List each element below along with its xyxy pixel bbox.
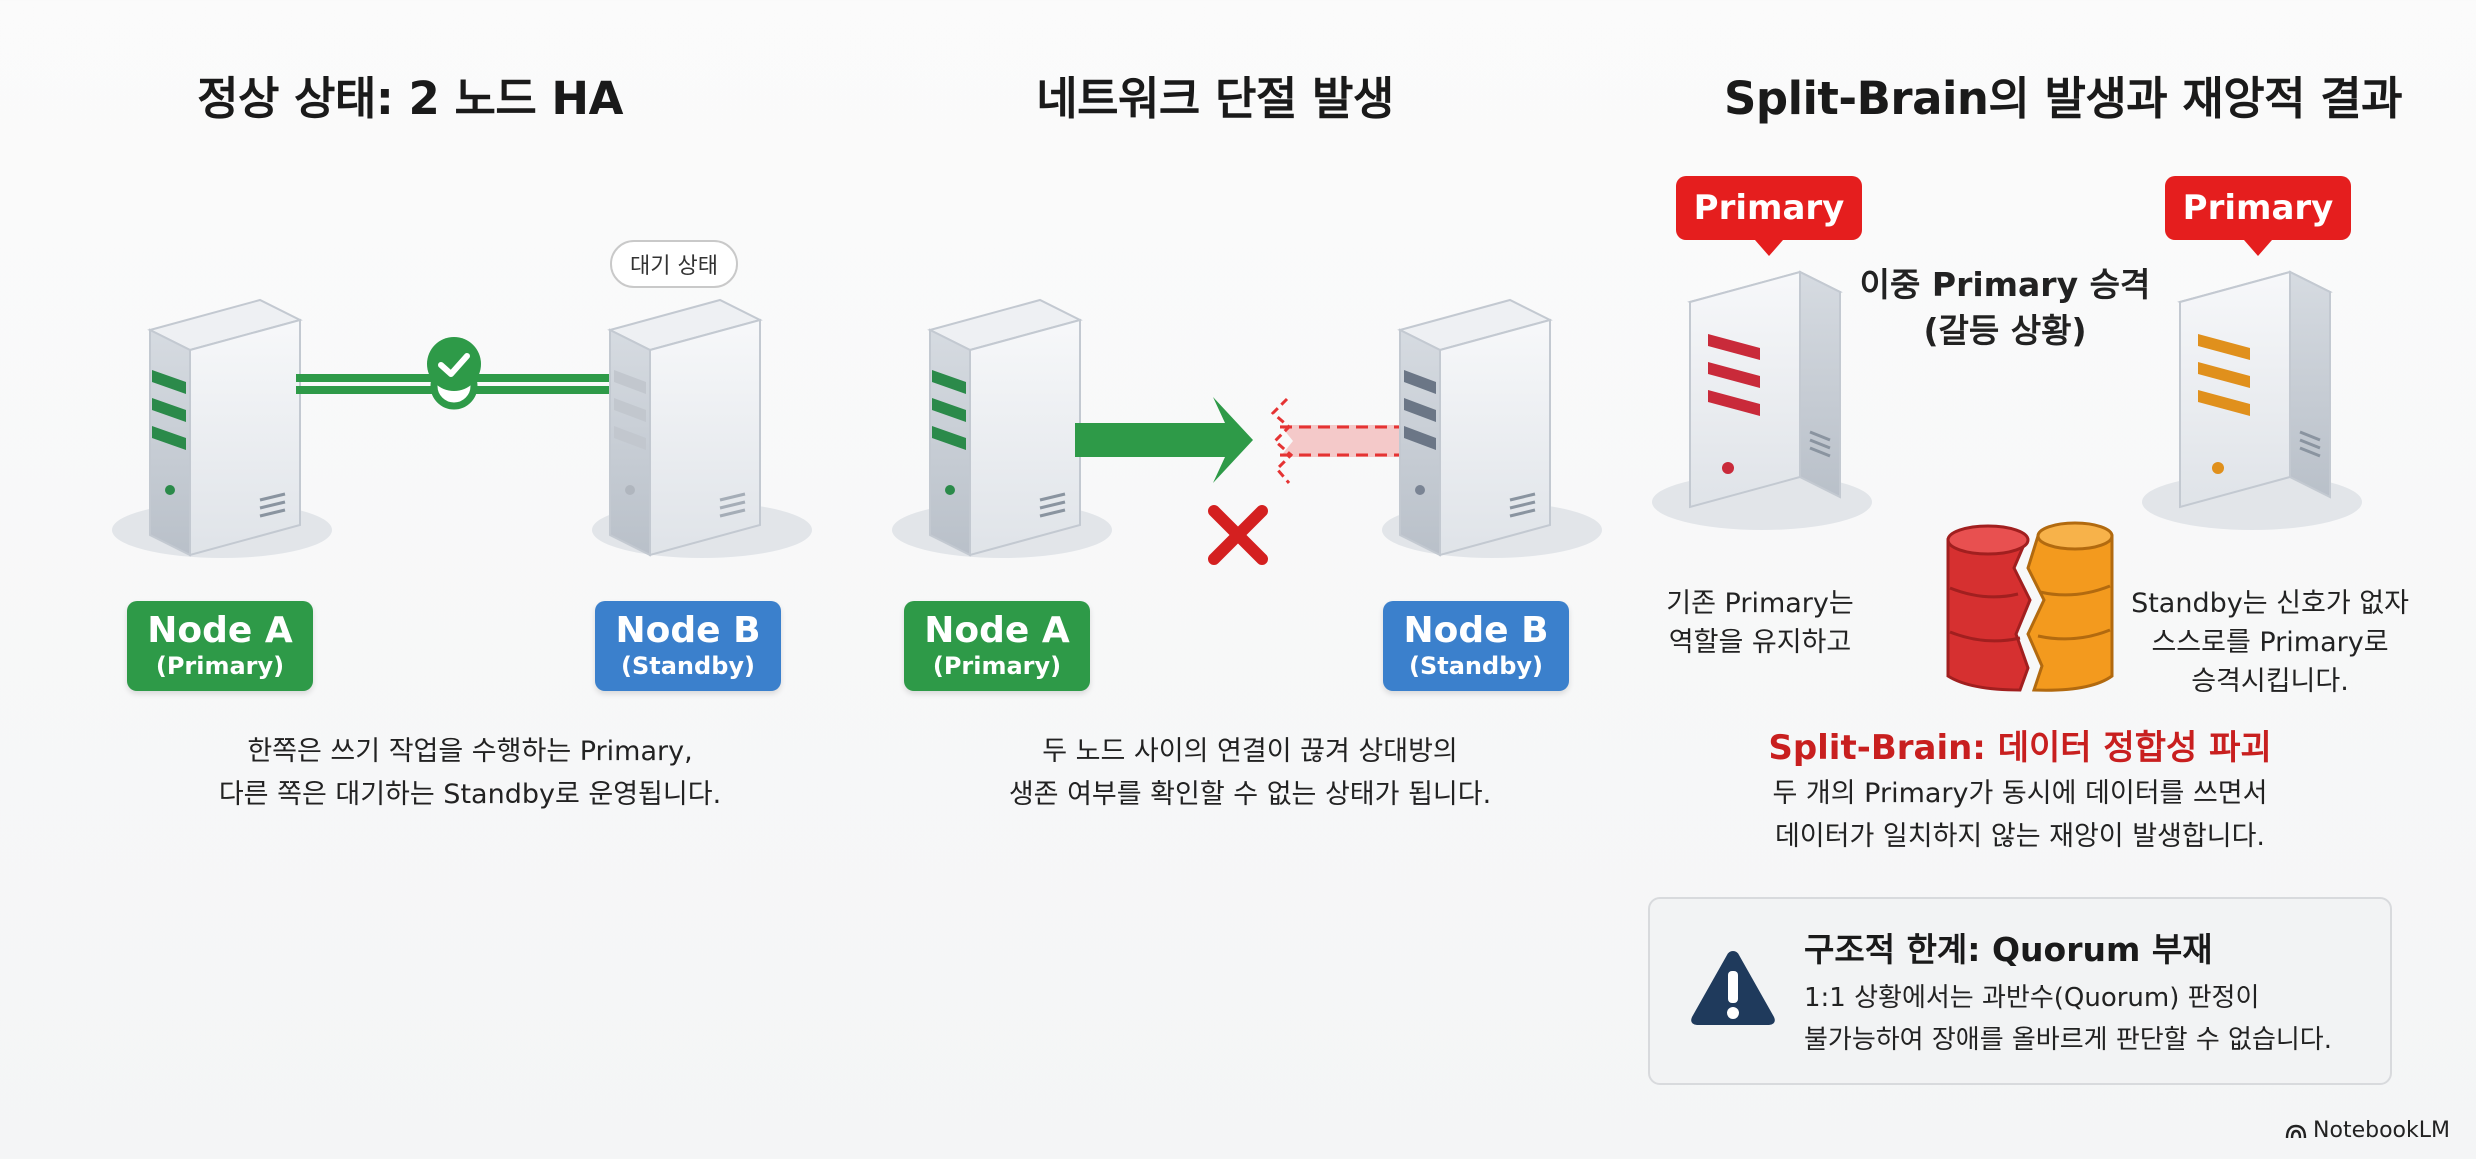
dual-line: (갈등 상황) xyxy=(1923,311,2087,350)
caption-line: 한쪽은 쓰기 작업을 수행하는 Primary, xyxy=(247,736,693,767)
left-note: 기존 Primary는 역할을 유지하고 xyxy=(1630,584,1890,662)
node-a-badge: Node A (Primary) xyxy=(904,601,1090,691)
note-line: 기존 Primary는 xyxy=(1666,588,1854,619)
split-brain-description: 두 개의 Primary가 동시에 데이터를 쓰면서 데이터가 일치하지 않는 … xyxy=(1670,772,2370,858)
node-b-server-icon xyxy=(1382,298,1602,558)
caption-line: 다른 쪽은 대기하는 Standby로 운영됩니다. xyxy=(218,779,722,810)
quorum-warning-box: 구조적 한계: Quorum 부재 1:1 상황에서는 과반수(Quorum) … xyxy=(1648,897,2392,1085)
brand-name: NotebookLM xyxy=(2313,1118,2450,1143)
desc-line: 두 개의 Primary가 동시에 데이터를 쓰면서 xyxy=(1772,778,2268,809)
dual-primary-label: 이중 Primary 승격 (갈등 상황) xyxy=(1855,262,2155,354)
caption-line: 두 노드 사이의 연결이 끊겨 상대방의 xyxy=(1042,736,1458,767)
node-b-server-icon xyxy=(592,298,812,558)
desc-line: 데이터가 일치하지 않는 재앙이 발생합니다. xyxy=(1774,821,2266,852)
note-line: 역할을 유지하고 xyxy=(1668,627,1852,658)
primary-tag-left: Primary xyxy=(1676,176,1862,256)
warning-line: 불가능하여 장애를 올바르게 판단할 수 없습니다. xyxy=(1804,1025,2332,1055)
panel-title: 정상 상태: 2 노드 HA xyxy=(197,72,623,125)
broken-connection-arrow xyxy=(1075,397,1405,484)
node-role: (Primary) xyxy=(155,652,285,680)
standby-state-pill: 대기 상태 xyxy=(610,240,738,288)
node-a-server-icon xyxy=(112,298,332,558)
panel-caption: 두 노드 사이의 연결이 끊겨 상대방의 생존 여부를 확인할 수 없는 상태가… xyxy=(910,730,1590,816)
node-role: (Standby) xyxy=(1409,652,1543,680)
node-role: (Primary) xyxy=(932,652,1062,680)
node-role: (Standby) xyxy=(621,652,755,680)
panel-network-partition: 네트워크 단절 발생 xyxy=(820,0,1610,1159)
node-name: Node A xyxy=(147,610,293,651)
primary-left-server-icon xyxy=(1652,270,1872,530)
node-b-badge: Node B (Standby) xyxy=(595,601,781,691)
node-a-server-icon xyxy=(892,298,1112,558)
warning-title: 구조적 한계: Quorum 부재 xyxy=(1804,930,2213,969)
node-name: Node B xyxy=(615,610,761,651)
cross-icon xyxy=(1208,505,1268,565)
panel-title: Split-Brain의 발생과 재앙적 결과 xyxy=(1723,72,2403,125)
panel-split-brain: Split-Brain의 발생과 재앙적 결과 Primary Primary … xyxy=(1610,0,2476,1159)
dual-line: 이중 Primary 승격 xyxy=(1859,265,2151,304)
node-a-badge: Node A (Primary) xyxy=(127,601,313,691)
right-note: Standby는 신호가 없자 스스로를 Primary로 승격시킵니다. xyxy=(2105,584,2435,701)
warning-description: 1:1 상황에서는 과반수(Quorum) 판정이 불가능하여 장애를 올바르게… xyxy=(1804,977,2332,1061)
primary-right-server-icon xyxy=(2142,270,2362,530)
caption-line: 생존 여부를 확인할 수 없는 상태가 됩니다. xyxy=(1008,779,1492,810)
note-line: 승격시킵니다. xyxy=(2191,666,2349,697)
primary-tag-right: Primary xyxy=(2165,176,2351,256)
note-line: 스스로를 Primary로 xyxy=(2151,627,2389,658)
check-icon xyxy=(427,337,481,391)
node-b-badge: Node B (Standby) xyxy=(1383,601,1569,691)
brand-footer: NotebookLM xyxy=(2285,1118,2450,1143)
panel-caption: 한쪽은 쓰기 작업을 수행하는 Primary, 다른 쪽은 대기하는 Stan… xyxy=(120,730,820,816)
split-brain-title: Split-Brain: 데이터 정합성 파괴 xyxy=(1768,728,2272,768)
panel-normal-state: 정상 상태: 2 노드 HA 대기 상태 xyxy=(0,0,820,1159)
node-name: Node A xyxy=(924,610,1070,651)
broken-database-icon xyxy=(1946,521,2114,692)
warning-line: 1:1 상황에서는 과반수(Quorum) 판정이 xyxy=(1804,983,2260,1013)
node-name: Node B xyxy=(1403,610,1549,651)
warning-icon xyxy=(1691,951,1775,1025)
brand-logo-icon xyxy=(2285,1124,2307,1138)
note-line: Standby는 신호가 없자 xyxy=(2131,588,2409,619)
panel-title: 네트워크 단절 발생 xyxy=(1036,72,1394,125)
